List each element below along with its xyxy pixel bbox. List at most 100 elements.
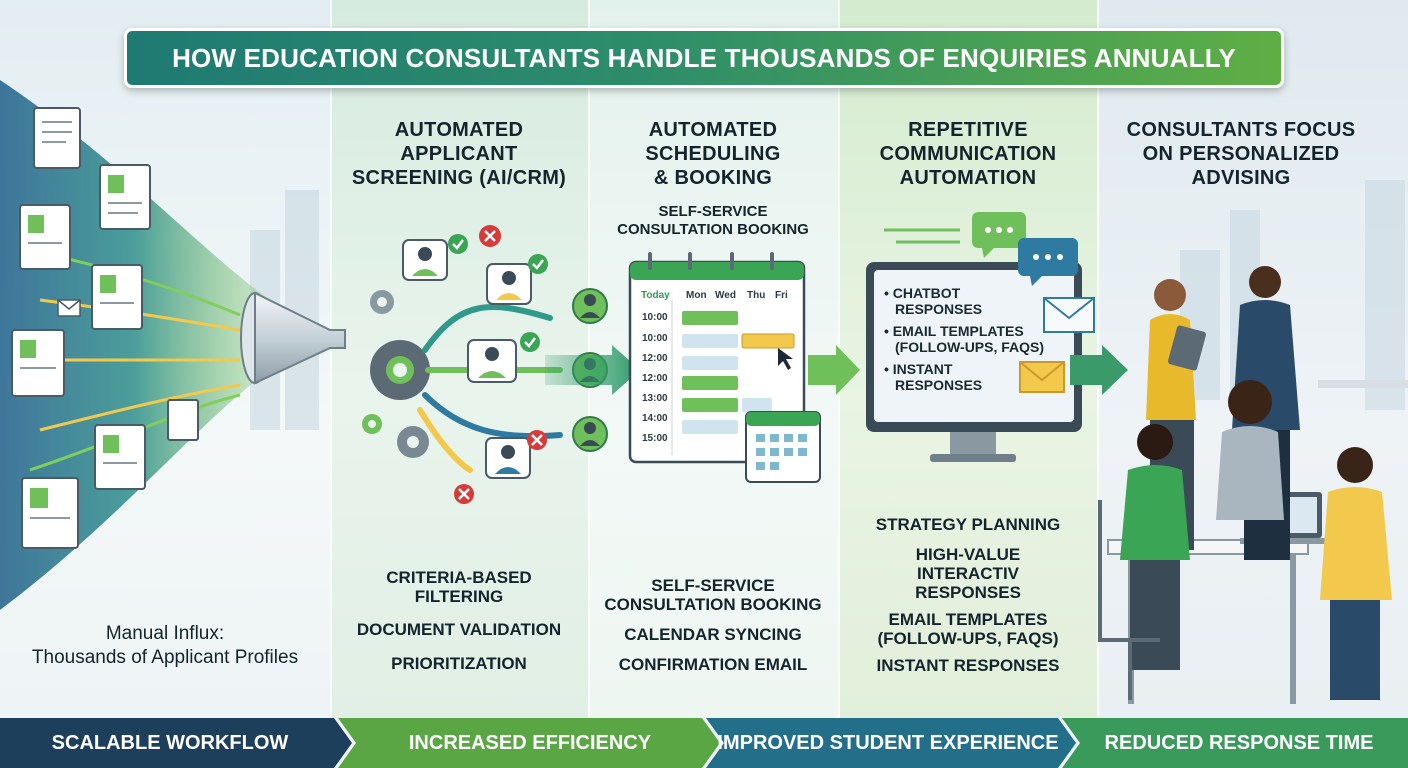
approved-avatar-icon xyxy=(572,416,608,452)
heading-line: AUTOMATED xyxy=(394,119,524,141)
heading-line: ON PERSONALIZED xyxy=(1142,143,1340,165)
list-item: CONFIRMATION EMAIL xyxy=(618,655,808,674)
gear-icon xyxy=(397,426,429,458)
funnel-icon xyxy=(240,291,346,385)
list-item: INSTANT RESPONSES xyxy=(876,656,1060,675)
divider xyxy=(330,0,332,718)
benefit-label: IMPROVED STUDENT EXPERIENCE xyxy=(717,731,1059,754)
applicant-profile-card xyxy=(467,339,517,383)
envelope-icon xyxy=(57,299,81,317)
chat-bubble-icon xyxy=(972,212,1026,258)
benefit-segment xyxy=(0,718,352,768)
check-icon xyxy=(528,254,548,274)
envelope-icon xyxy=(1019,361,1065,393)
subhead-line: CONSULTATION BOOKING xyxy=(617,221,809,238)
monitor-line: RESPONSES xyxy=(895,301,983,317)
page-title: HOW EDUCATION CONSULTANTS HANDLE THOUSAN… xyxy=(172,42,1236,73)
applicant-profile-card xyxy=(402,239,448,281)
monitor-screen-text: • CHATBOT RESPONSES • EMAIL TEMPLATES (F… xyxy=(884,285,1044,393)
monitor-line: • CHATBOT xyxy=(884,285,961,301)
scheduling-subhead: SELF-SERVICE CONSULTATION BOOKING xyxy=(588,203,838,239)
profile-document-icon xyxy=(91,264,143,330)
calendar-day-label: Thu xyxy=(747,290,766,301)
list-item: DOCUMENT VALIDATION xyxy=(356,620,562,639)
close-icon xyxy=(527,430,547,450)
heading-line: & BOOKING xyxy=(653,167,773,189)
calendar-day-label: Today xyxy=(641,290,670,301)
calendar-time-label: 13:00 xyxy=(642,393,668,404)
list-item: RESPONSES xyxy=(915,583,1021,602)
list-item: STRATEGY PLANNING xyxy=(875,515,1061,534)
office-chair xyxy=(1098,500,1160,700)
advising-heading: CONSULTANTS FOCUS ON PERSONALIZED ADVISI… xyxy=(1098,118,1384,190)
monitor-line: RESPONSES xyxy=(895,377,983,393)
calendar-time-label: 10:00 xyxy=(642,333,668,344)
process-arrow xyxy=(808,345,860,395)
close-icon xyxy=(479,225,501,247)
heading-line: SCREENING (AI/CRM) xyxy=(351,167,567,189)
calendar-time-label: 12:00 xyxy=(642,353,668,364)
list-item: (FOLLOW-UPS, FAQS) xyxy=(877,629,1059,648)
scheduling-list: SELF-SERVICE CONSULTATION BOOKING CALEND… xyxy=(588,576,838,674)
subhead-line: SELF-SERVICE xyxy=(658,203,768,220)
list-item: FILTERING xyxy=(414,587,504,606)
list-item: SELF-SERVICE xyxy=(651,576,775,595)
benefit-label: SCALABLE WORKFLOW xyxy=(51,731,289,754)
document-icon xyxy=(167,399,199,441)
small-calendar-icon xyxy=(745,411,821,483)
profile-document-icon xyxy=(99,164,151,230)
benefit-label: REDUCED RESPONSE TIME xyxy=(1104,731,1374,754)
screening-list: CRITERIA-BASED FILTERING DOCUMENT VALIDA… xyxy=(330,568,588,673)
caption-line: Thousands of Applicant Profiles xyxy=(31,647,299,668)
manual-influx-caption: Manual Influx: Thousands of Applicant Pr… xyxy=(0,622,330,670)
gear-icon xyxy=(362,414,382,434)
list-item: CRITERIA-BASED xyxy=(386,568,532,587)
benefit-segment xyxy=(706,718,1076,768)
calendar-time-label: 10:00 xyxy=(642,312,668,323)
heading-line: REPETITIVE xyxy=(908,119,1028,141)
heading-line: COMMUNICATION xyxy=(879,143,1057,165)
heading-line: AUTOMATED xyxy=(648,119,778,141)
monitor-line: (FOLLOW-UPS, FAQS) xyxy=(895,339,1045,355)
profile-document-icon xyxy=(94,424,146,490)
gear-icon xyxy=(370,340,430,400)
heading-line: SCHEDULING xyxy=(645,143,781,165)
heading-line: CONSULTANTS FOCUS xyxy=(1126,119,1356,141)
communication-list: STRATEGY PLANNING HIGH-VALUE INTERACTIV … xyxy=(838,515,1098,675)
title-banner: HOW EDUCATION CONSULTANTS HANDLE THOUSAN… xyxy=(124,28,1284,88)
approved-avatar-icon xyxy=(572,288,608,324)
list-item: CONSULTATION BOOKING xyxy=(604,595,822,614)
check-icon xyxy=(520,332,540,352)
calendar-time-label: 12:00 xyxy=(642,373,668,384)
list-item: EMAIL TEMPLATES xyxy=(888,610,1048,629)
calendar-day-label: Wed xyxy=(715,290,736,301)
heading-line: AUTOMATION xyxy=(899,167,1037,189)
document-icons xyxy=(11,107,199,549)
profile-document-icon xyxy=(21,477,79,549)
benefit-label: INCREASED EFFICIENCY xyxy=(408,731,652,754)
monitor-line: • EMAIL TEMPLATES xyxy=(884,323,1024,339)
monitor-line: • INSTANT xyxy=(884,361,953,377)
applicant-profile-card xyxy=(485,437,531,479)
scheduling-heading: AUTOMATED SCHEDULING & BOOKING xyxy=(588,118,838,190)
benefit-segment xyxy=(1062,718,1408,768)
envelope-icon xyxy=(1043,297,1095,333)
screening-heading: AUTOMATED APPLICANT SCREENING (AI/CRM) xyxy=(330,118,588,190)
check-icon xyxy=(448,234,468,254)
list-item: HIGH-VALUE xyxy=(915,545,1021,564)
profile-document-icon xyxy=(19,204,71,270)
profile-document-icon xyxy=(11,329,65,397)
speed-lines xyxy=(884,228,960,244)
benefit-segment xyxy=(338,718,720,768)
gear-icon xyxy=(370,290,394,314)
illustrations xyxy=(0,80,1408,704)
applicant-profile-card xyxy=(486,263,532,305)
consultant-person xyxy=(1216,380,1284,520)
caption-line: Manual Influx: xyxy=(105,623,225,644)
communication-heading: REPETITIVE COMMUNICATION AUTOMATION xyxy=(838,118,1098,190)
chat-bubble-icon xyxy=(1018,238,1078,286)
document-icon xyxy=(33,107,81,169)
list-item: PRIORITIZATION xyxy=(391,654,527,673)
heading-line: APPLICANT xyxy=(400,143,518,165)
